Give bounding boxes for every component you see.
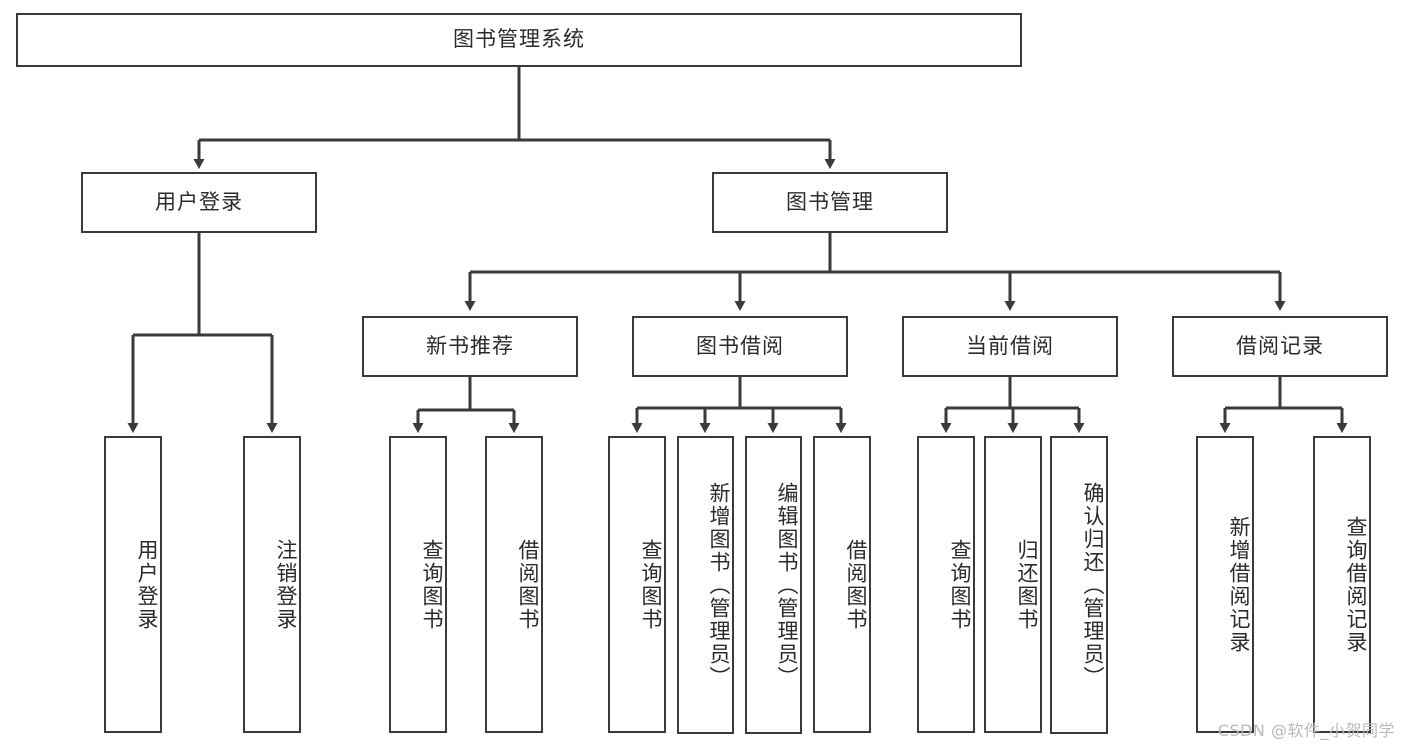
node-user-login-label: 用户登录 [155,189,243,214]
leaf-user-login-label: 用户登录 [135,538,159,631]
leaf-add-record[interactable]: 新增借阅记录 [1196,436,1254,733]
node-new-book-recommend[interactable]: 新书推荐 [362,316,578,377]
leaf-edit-book-label: 编辑图书（管理员） [775,481,799,689]
leaf-query-book-3[interactable]: 查询图书 [917,436,975,733]
leaf-query-book-1[interactable]: 查询图书 [389,436,447,733]
leaf-logout[interactable]: 注销登录 [243,436,301,733]
leaf-logout-label: 注销登录 [274,538,298,631]
node-borrow-record[interactable]: 借阅记录 [1172,316,1388,377]
node-book-borrow[interactable]: 图书借阅 [632,316,848,377]
leaf-add-record-label: 新增借阅记录 [1227,515,1251,654]
node-book-management-label: 图书管理 [786,189,874,214]
leaf-borrow-book-1-label: 借阅图书 [516,538,540,631]
leaf-user-login[interactable]: 用户登录 [104,436,162,733]
leaf-confirm-return[interactable]: 确认归还（管理员） [1050,436,1108,734]
node-root-label: 图书管理系统 [453,27,585,52]
leaf-borrow-book-1[interactable]: 借阅图书 [485,436,543,733]
leaf-query-record[interactable]: 查询借阅记录 [1313,436,1371,733]
leaf-borrow-book-2-label: 借阅图书 [844,538,868,631]
leaf-return-book-label: 归还图书 [1015,538,1039,631]
node-book-management[interactable]: 图书管理 [712,172,948,233]
node-book-borrow-label: 图书借阅 [696,333,784,358]
leaf-query-book-2[interactable]: 查询图书 [608,436,666,733]
leaf-return-book[interactable]: 归还图书 [984,436,1042,733]
leaf-query-record-label: 查询借阅记录 [1344,515,1368,654]
node-current-borrow-label: 当前借阅 [966,333,1054,358]
leaf-add-book-label: 新增图书（管理员） [707,481,731,689]
node-borrow-record-label: 借阅记录 [1236,333,1324,358]
leaf-confirm-return-label: 确认归还（管理员） [1081,481,1105,689]
node-root[interactable]: 图书管理系统 [16,13,1022,67]
leaf-edit-book[interactable]: 编辑图书（管理员） [745,436,802,734]
node-current-borrow[interactable]: 当前借阅 [902,316,1118,377]
leaf-query-book-3-label: 查询图书 [948,538,972,631]
leaf-query-book-2-label: 查询图书 [639,538,663,631]
leaf-borrow-book-2[interactable]: 借阅图书 [813,436,871,733]
watermark: CSDN @软件_小贺同学 [1217,721,1395,740]
leaf-add-book[interactable]: 新增图书（管理员） [677,436,734,734]
leaf-query-book-1-label: 查询图书 [420,538,444,631]
node-new-book-recommend-label: 新书推荐 [426,333,514,358]
node-user-login[interactable]: 用户登录 [81,172,317,233]
